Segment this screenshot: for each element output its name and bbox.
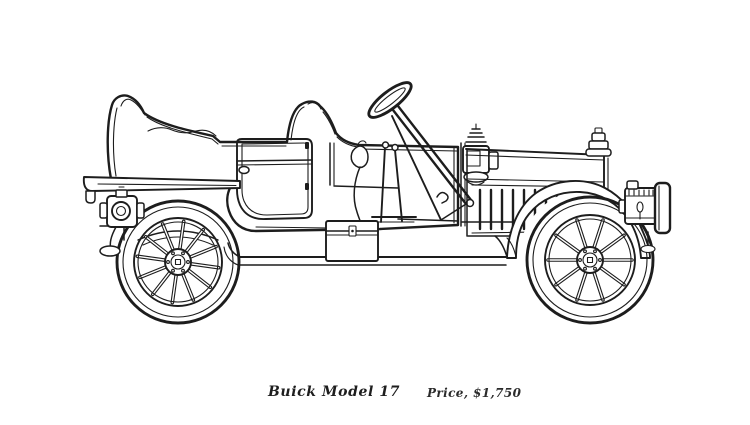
driver-controls (350, 81, 475, 229)
caption-model-name: Buick Model 17 (268, 384, 401, 400)
door-hinge (305, 142, 309, 149)
radiator-cap (585, 127, 612, 157)
front-fender (494, 180, 651, 259)
frame-bracket (436, 191, 449, 204)
rear-door (236, 138, 313, 220)
headlamp (618, 180, 672, 254)
door-handle (238, 165, 250, 175)
rear-wheel-spokes (135, 219, 221, 305)
car-line-drawing (82, 81, 672, 325)
door-hinge (305, 183, 309, 190)
rear-fender (82, 176, 241, 204)
hand-lever (394, 149, 403, 222)
caption-price: Price, $1,750 (427, 386, 522, 400)
car-illustration-figure (82, 81, 672, 325)
toolbox (325, 220, 379, 262)
steering-column (391, 104, 475, 221)
floorboard (397, 218, 459, 222)
tail-lamp (99, 186, 145, 257)
hand-lever (380, 146, 386, 223)
front-seat (290, 102, 399, 189)
rear-wheel (115, 199, 241, 325)
car-body (106, 94, 460, 233)
cowl-lamp (460, 123, 499, 227)
rear-seat (112, 98, 287, 177)
front-wheel-spokes (546, 218, 634, 302)
steering-wheel (367, 81, 413, 119)
front-wheel (525, 195, 655, 325)
headlamp-lens-rim (653, 181, 672, 235)
